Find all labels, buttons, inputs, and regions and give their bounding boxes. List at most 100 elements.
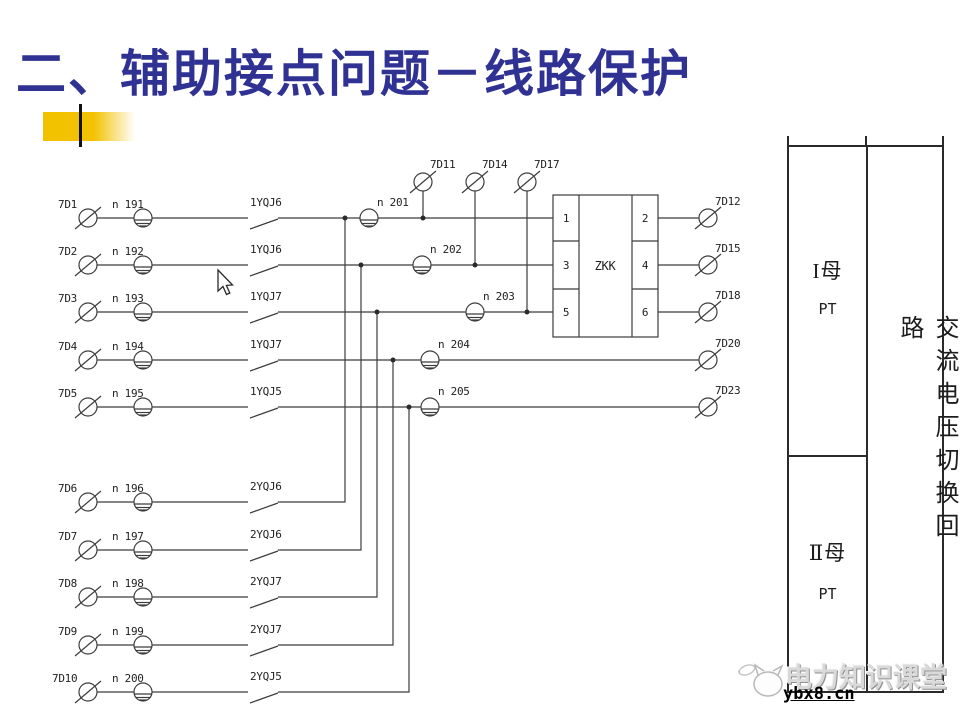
switch-label: 1YQJ6 (250, 196, 282, 209)
switch-label: 2YQJ6 (250, 528, 282, 541)
wire-label: n 199 (112, 625, 144, 638)
wire-tap-icon (133, 492, 153, 512)
junction-dot (342, 215, 348, 221)
zkk-pin-label: 6 (642, 306, 648, 319)
screw-terminal-icon (461, 170, 489, 194)
terminal-label: 7D15 (715, 242, 740, 255)
wire-tap-icon (133, 587, 153, 607)
terminal-label: 7D11 (430, 158, 455, 171)
contact-switch-icon (249, 218, 279, 230)
page-title: 二、辅助接点问题－线路保护 (16, 46, 692, 102)
box-side-label: 交流电压切换回路 (896, 315, 957, 546)
wire-tap-icon (133, 397, 153, 417)
bus2-label: Ⅱ母 (808, 541, 847, 565)
wire-tap-icon (420, 397, 440, 417)
zkk-block: 1 3 5 2 4 6 ZKK (552, 194, 699, 338)
watermark-brand: 电力知识课堂 (785, 663, 947, 693)
terminal-label: 7D9 (58, 625, 77, 638)
wire-label: n 193 (112, 292, 144, 305)
wire-label: n 205 (438, 385, 470, 398)
switch-label: 2YQJ5 (250, 670, 282, 683)
bus1-pt-label: PT (818, 300, 837, 318)
switch-label: 1YQJ5 (250, 385, 282, 398)
wire (278, 265, 362, 551)
junction-dot (420, 215, 426, 221)
top-terminals: 7D11 7D14 7D17 (409, 158, 560, 315)
wire-tap-icon (133, 302, 153, 322)
title-accent-line (79, 104, 82, 147)
switch-label: 1YQJ7 (250, 338, 282, 351)
wire-label: n 197 (112, 530, 144, 543)
title-accent-bar (43, 112, 135, 141)
zkk-pin-label: 1 (563, 212, 569, 225)
wire-label: n 204 (438, 338, 470, 351)
terminal-label: 7D2 (58, 245, 77, 258)
zkk-pin-label: 4 (642, 259, 649, 272)
wire-tap-icon (133, 540, 153, 560)
contact-switch-icon (249, 597, 279, 609)
mouse-cursor-icon (217, 268, 234, 296)
circuit-row: 7D1 n 191 1YQJ6 (58, 196, 553, 230)
wire-tap-icon (465, 302, 485, 322)
junction-dot (390, 357, 396, 363)
contact-switch-icon (249, 265, 279, 277)
screw-terminal-icon (694, 253, 722, 277)
watermark-site: ybx8.cn (783, 684, 855, 704)
zkk-pin-columns (578, 195, 633, 337)
wire (278, 360, 394, 646)
switch-label: 2YQJ6 (250, 480, 282, 493)
terminal-label: 7D7 (58, 530, 77, 543)
circuit-row: 7D5 n 195 1YQJ5 (58, 385, 699, 419)
junction-dot (524, 309, 530, 315)
terminal-label: 7D20 (715, 337, 740, 350)
wire (278, 407, 410, 693)
wire-tap-icon (412, 255, 432, 275)
wire-label: n 192 (112, 245, 144, 258)
switch-label: 2YQJ7 (250, 575, 282, 588)
wire-label: n 196 (112, 482, 144, 495)
circuit-row: 7D4 n 194 1YQJ7 (58, 338, 699, 372)
zkk-label: ZKK (595, 259, 617, 273)
wire-label: n 202 (430, 243, 462, 256)
wire (278, 312, 378, 598)
right-box-ticks (787, 136, 944, 145)
screw-terminal-icon (694, 395, 722, 419)
mid-wire-taps: n 201 n 202 n 203 n 204 n 205 (359, 196, 515, 417)
wire-label: n 195 (112, 387, 144, 400)
switch-label: 1YQJ7 (250, 290, 282, 303)
contact-switch-icon (249, 645, 279, 657)
contact-switch-icon (249, 312, 279, 324)
screw-terminal-icon (409, 170, 437, 194)
wire-tap-icon (359, 208, 379, 228)
wire-tap-icon (133, 208, 153, 228)
voltage-switch-box: I母 PT Ⅱ母 PT 交流电压切换回路 (787, 145, 957, 693)
contact-switch-icon (249, 550, 279, 562)
junction-dot (472, 262, 478, 268)
terminal-label: 7D10 (52, 672, 77, 685)
bus2-pt-label: PT (818, 585, 837, 603)
circuit-row: 7D6 n 196 2YQJ6 (58, 215, 348, 514)
terminal-label: 7D14 (482, 158, 508, 171)
zkk-outline (552, 194, 659, 338)
terminal-label: 7D12 (715, 195, 740, 208)
screw-terminal-icon (694, 300, 722, 324)
terminal-label: 7D1 (58, 198, 77, 211)
terminal-label: 7D23 (715, 384, 740, 397)
terminal-label: 7D3 (58, 292, 77, 305)
contact-switch-icon (249, 692, 279, 704)
circuit-row: 7D7 n 197 2YQJ6 (58, 262, 364, 562)
right-terminals: 7D12 7D15 7D18 7D20 7D23 (694, 195, 741, 419)
wire-tap-icon (133, 682, 153, 702)
switch-label: 2YQJ7 (250, 623, 282, 636)
terminal-label: 7D5 (58, 387, 77, 400)
wire-label: n 203 (483, 290, 515, 303)
circuit-row: 7D10 n 200 2YQJ5 (52, 404, 412, 704)
wire (658, 217, 699, 313)
junction-dot (406, 404, 412, 410)
terminal-label: 7D17 (534, 158, 559, 171)
terminal-label: 7D6 (58, 482, 77, 495)
circuit-row: 7D3 n 193 1YQJ7 (58, 290, 553, 324)
cat-logo-icon (738, 663, 784, 697)
